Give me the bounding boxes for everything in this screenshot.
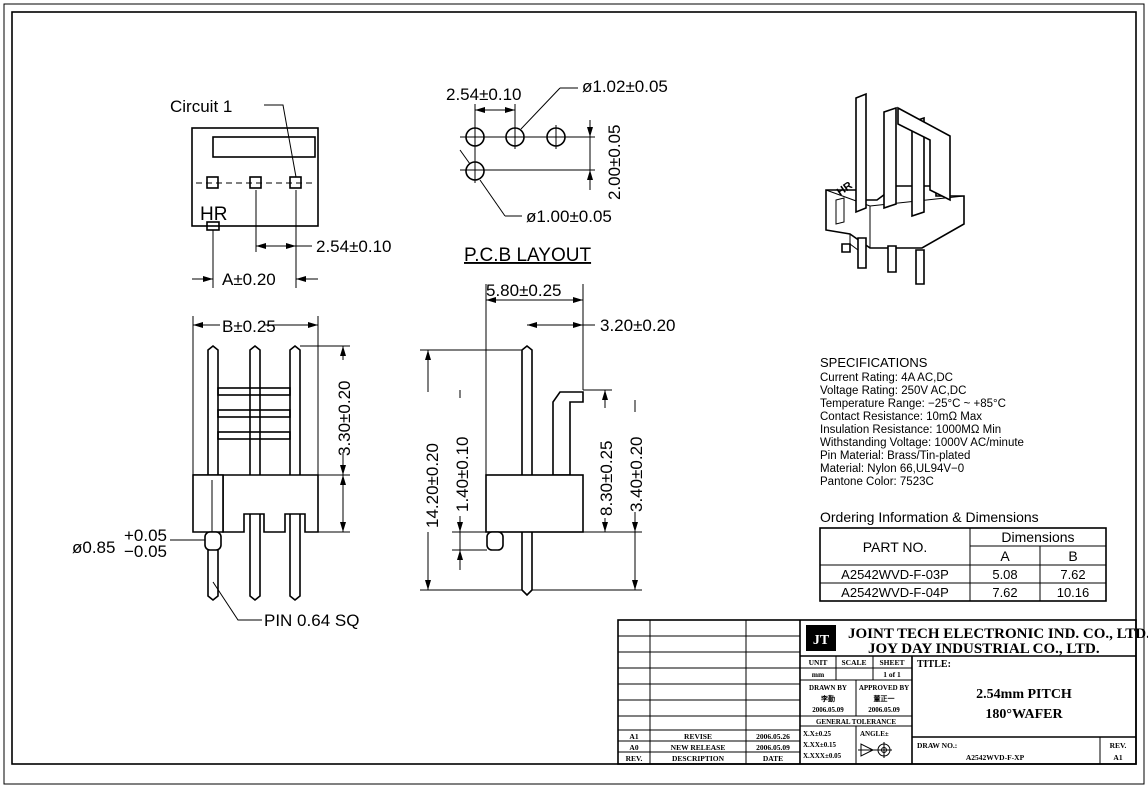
- col-b-header: B: [1068, 548, 1077, 564]
- unit-label: UNIT: [809, 658, 828, 667]
- sheet-value: 1 of 1: [883, 670, 901, 679]
- ordering-title: Ordering Information & Dimensions: [820, 509, 1039, 525]
- sheet-label: SHEET: [879, 658, 904, 667]
- spec-line: Voltage Rating: 250V AC,DC: [820, 385, 966, 397]
- spec-line: Temperature Range: −25°C ~ +85°C: [820, 398, 1006, 410]
- description-header: DESCRIPTION: [672, 754, 725, 763]
- a-dim: A±0.20: [222, 270, 276, 289]
- top-view: HR Circuit 1 2.54±0.10 A±0.20: [170, 97, 392, 289]
- circuit-1-label: Circuit 1: [170, 97, 232, 116]
- ordering-table: Ordering Information & Dimensions PART N…: [819, 509, 1107, 602]
- tolerance-3: X.XXX±0.05: [803, 752, 842, 760]
- spec-line: Withstanding Voltage: 1000V AC/minute: [820, 437, 1024, 449]
- tolerance-2: X.XX±0.15: [803, 741, 837, 749]
- dimensions-header: Dimensions: [1001, 529, 1074, 545]
- pin-dia-plus: +0.05: [124, 526, 167, 545]
- approved-by-name: 董正一: [874, 694, 895, 703]
- title-label: TITLE:: [917, 659, 951, 670]
- spec-line: Material: Nylon 66,UL94V−0: [820, 463, 964, 475]
- spec-line: Pantone Color: 7523C: [820, 476, 934, 488]
- drawing-title-line-2: 180°WAFER: [985, 707, 1063, 722]
- outer-frame: [3, 3, 1145, 785]
- side-upper-dim: 8.30±0.25: [597, 440, 616, 516]
- pcb-layout: 2.54±0.10 ø1.02±0.05 2.00±0.05 ø1.00±0.0…: [446, 77, 668, 266]
- spec-title: SPECIFICATIONS: [820, 355, 928, 370]
- dim-a-value: 7.62: [992, 585, 1017, 600]
- pin-size-label: PIN 0.64 SQ: [264, 611, 359, 630]
- draw-no-label: DRAW NO.:: [917, 741, 957, 750]
- rev-description: NEW RELEASE: [671, 743, 726, 752]
- unit-value: mm: [812, 670, 825, 679]
- side-total-dim: 14.20±0.20: [423, 443, 442, 528]
- drawn-by-name: 李勤: [820, 694, 835, 703]
- pin-dia-prefix: ø0.85: [72, 538, 115, 557]
- rev-code: A1: [629, 732, 638, 741]
- drawn-by-label: DRAWN BY: [809, 684, 847, 692]
- rev-date: 2006.05.09: [756, 743, 790, 752]
- small-hole-dim: ø1.00±0.05: [526, 207, 612, 226]
- company-logo: [806, 625, 836, 651]
- draw-number: A2542WVD-F-XP: [966, 753, 1025, 762]
- col-a-header: A: [1000, 548, 1010, 564]
- dim-b-value: 7.62: [1060, 567, 1085, 582]
- hr-marking: HR: [200, 204, 227, 225]
- rev-header: REV.: [626, 754, 643, 763]
- side-body-dim: 3.40±0.20: [627, 436, 646, 512]
- dim-b-value: 10.16: [1057, 585, 1090, 600]
- drawing-title-line-1: 2.54mm PITCH: [976, 687, 1072, 702]
- pin-dia-minus: −0.05: [124, 542, 167, 561]
- rev-description: REVISE: [684, 732, 712, 741]
- part-number: A2542WVD-F-03P: [841, 567, 949, 582]
- isometric-view: HR: [825, 92, 965, 285]
- rev-date: 2006.05.26: [756, 732, 790, 741]
- side-tail-dim: 1.40±0.10: [453, 436, 472, 512]
- rev-value: A1: [1113, 753, 1122, 762]
- spec-line: Pin Material: Brass/Tin-plated: [820, 450, 970, 462]
- part-number: A2542WVD-F-04P: [841, 585, 949, 600]
- approved-by-label: APPROVED BY: [859, 684, 909, 692]
- specifications: SPECIFICATIONS Current Rating: 4A AC,DC …: [820, 355, 1024, 488]
- b-dim: B±0.25: [222, 317, 276, 336]
- top-pitch-dim: 2.54±0.10: [316, 237, 392, 256]
- angle-label: ANGLE±: [860, 730, 889, 738]
- projection-symbol-icon: [858, 742, 892, 758]
- rev-code: A0: [629, 743, 638, 752]
- pcb-pitch-dim: 2.54±0.10: [446, 85, 522, 104]
- side-view: 5.80±0.25 3.20±0.20 14.20±0.20 1.40±0.10: [418, 281, 676, 597]
- spec-line: Contact Resistance: 10mΩ Max: [820, 411, 982, 423]
- company-name-2: JOY DAY INDUSTRIAL CO., LTD.: [868, 641, 1100, 657]
- approved-date: 2006.05.09: [868, 706, 900, 714]
- inner-frame: [11, 11, 1137, 765]
- dim-a-value: 5.08: [992, 567, 1017, 582]
- general-tolerance-label: GENERAL TOLERANCE: [816, 718, 896, 726]
- tolerance-1: X.X±0.25: [803, 730, 831, 738]
- spec-line: Insulation Resistance: 1000MΩ Min: [820, 424, 1001, 436]
- scale-label: SCALE: [841, 658, 866, 667]
- hole-dia-dim: ø1.02±0.05: [582, 77, 668, 96]
- spec-line: Current Rating: 4A AC,DC: [820, 372, 953, 384]
- title-block: A1 REVISE 2006.05.26 A0 NEW RELEASE 2006…: [617, 619, 1148, 765]
- front-view: B±0.25 3.30±0.20 ø0.85 +0.05 −0.05 PIN 0…: [72, 316, 359, 630]
- side-width-dim: 5.80±0.25: [486, 281, 562, 300]
- drawn-date: 2006.05.09: [812, 706, 844, 714]
- row-pitch-dim: 2.00±0.05: [605, 124, 624, 200]
- rev-label: REV.: [1110, 741, 1127, 750]
- part-no-header: PART NO.: [863, 539, 928, 555]
- side-offset-dim: 3.20±0.20: [600, 316, 676, 335]
- front-height-dim: 3.30±0.20: [335, 380, 354, 456]
- date-header: DATE: [763, 754, 783, 763]
- logo-text: JT: [813, 633, 830, 648]
- company-name-1: JOINT TECH ELECTRONIC IND. CO., LTD.: [848, 626, 1148, 642]
- pcb-layout-title: P.C.B LAYOUT: [464, 245, 591, 266]
